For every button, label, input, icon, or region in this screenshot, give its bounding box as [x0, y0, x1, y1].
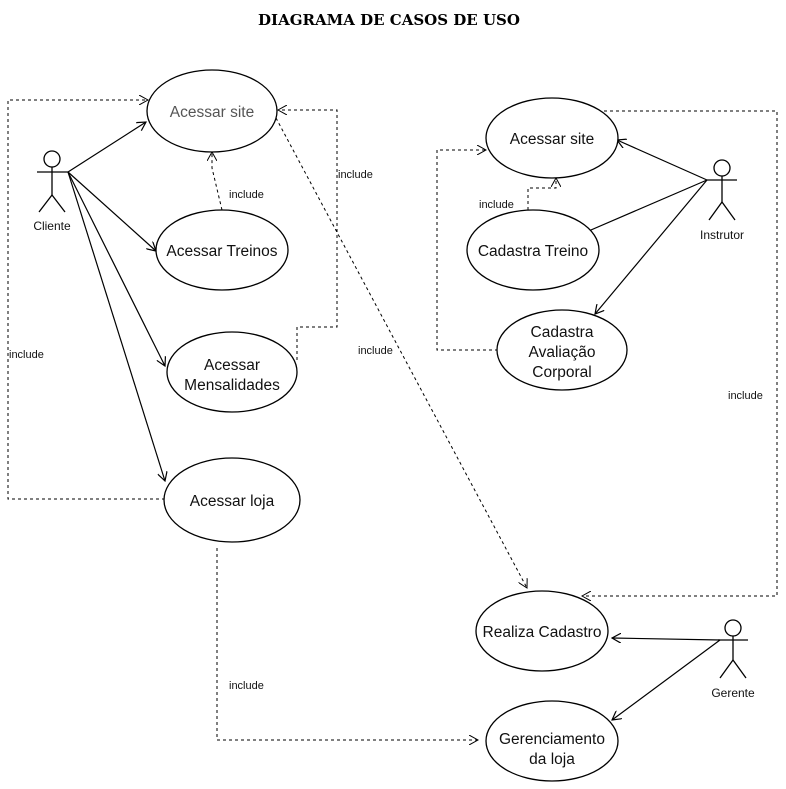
use-case-label: Acessar Treinos	[166, 243, 277, 260]
include-label: include	[728, 390, 763, 402]
association-gerente-realiza-cadastro	[612, 638, 721, 640]
use-case-acessar-site-cliente[interactable]: Acessar site	[146, 69, 278, 153]
include-instrutor-site-to-realiza-cadastro	[582, 110, 778, 596]
stick-figure-icon	[707, 159, 737, 221]
include-treinos-to-site	[212, 152, 223, 211]
use-case-acessar-treinos[interactable]: Acessar Treinos	[155, 209, 289, 291]
include-mensalidades-to-site	[278, 110, 338, 360]
use-case-label: Acessar site	[510, 131, 594, 148]
use-case-acessar-mensalidades[interactable]: Acessar Mensalidades	[166, 331, 298, 413]
use-case-label: Acessar site	[170, 104, 254, 121]
use-case-gerenciamento-loja[interactable]: Gerenciamento da loja	[485, 700, 619, 782]
association-instrutor-cadastra-treino	[577, 179, 708, 236]
association-gerente-gerenciamento	[612, 639, 721, 720]
use-case-label: Realiza Cadastro	[483, 624, 602, 641]
association-cliente-acessar-mensalidades	[67, 171, 165, 366]
association-instrutor-acessar-site	[617, 140, 708, 181]
use-case-label-line2: Avaliação	[529, 344, 596, 361]
use-case-label-line1: Cadastra	[531, 324, 594, 341]
actor-label: Instrutor	[700, 228, 744, 242]
association-cliente-acessar-loja	[67, 171, 165, 481]
actor-gerente[interactable]: Gerente	[711, 619, 755, 700]
include-avaliacao-to-site	[436, 150, 498, 351]
include-loja-to-gerenciamento	[216, 548, 478, 740]
include-label: include	[9, 349, 44, 361]
actor-cliente[interactable]: Cliente	[33, 150, 71, 233]
include-loja-to-site	[7, 100, 165, 500]
actor-instrutor[interactable]: Instrutor	[700, 159, 744, 242]
use-case-label-line2: Mensalidades	[184, 377, 280, 394]
include-label: include	[358, 345, 393, 357]
actor-label: Cliente	[33, 219, 71, 233]
use-case-cadastra-avaliacao-corporal[interactable]: Cadastra Avaliação Corporal	[496, 309, 628, 391]
include-label: include	[479, 199, 514, 211]
association-cliente-acessar-site	[67, 122, 146, 173]
use-case-label: Cadastra Treino	[478, 243, 588, 260]
stick-figure-icon	[718, 619, 748, 679]
use-case-label: Acessar loja	[190, 493, 275, 510]
use-case-label-line1: Gerenciamento	[499, 731, 605, 748]
use-case-acessar-site-instrutor[interactable]: Acessar site	[485, 97, 619, 179]
association-instrutor-cadastra-avaliacao	[595, 179, 708, 314]
include-label: include	[229, 189, 264, 201]
include-label: include	[229, 680, 264, 692]
actor-label: Gerente	[711, 686, 755, 700]
include-site-to-realiza-cadastro	[275, 117, 527, 588]
use-case-realiza-cadastro[interactable]: Realiza Cadastro	[475, 590, 609, 672]
use-case-label-line2: da loja	[529, 751, 575, 768]
association-cliente-acessar-treinos	[67, 171, 156, 251]
use-case-cadastra-treino[interactable]: Cadastra Treino	[466, 209, 600, 291]
include-label: include	[338, 169, 373, 181]
include-cadastra-treino-to-site	[527, 178, 556, 210]
stick-figure-icon	[37, 150, 68, 213]
use-case-label-line3: Corporal	[532, 364, 591, 381]
use-case-acessar-loja[interactable]: Acessar loja	[163, 457, 301, 543]
diagram-title: DIAGRAMA DE CASOS DE USO	[258, 11, 520, 29]
use-case-label-line1: Acessar	[204, 357, 260, 374]
